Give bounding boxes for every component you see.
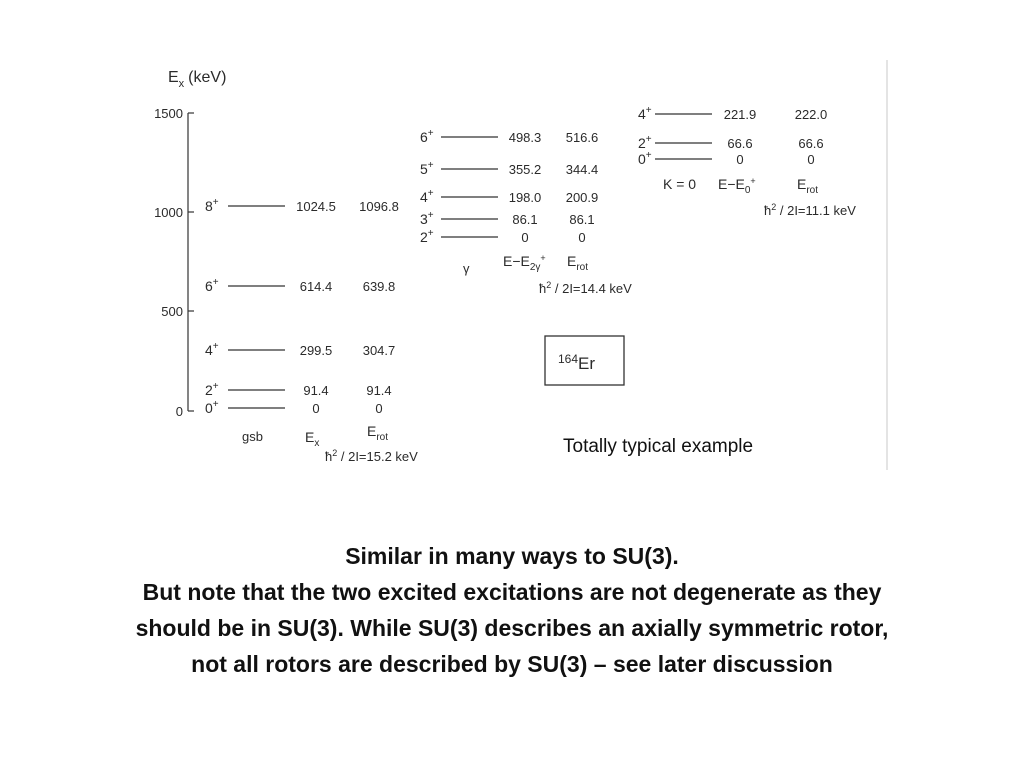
gsb-inertia-param: ħ2 / 2I=15.2 keV — [325, 448, 418, 464]
gamma-level-rotor-energy: 86.1 — [569, 212, 594, 227]
k0-level-rotor-energy: 0 — [807, 152, 814, 167]
k0-level-energy: 221.9 — [724, 107, 757, 122]
gsb-level-spin: 4+ — [205, 341, 219, 358]
gsb-ex-header: Ex — [305, 429, 319, 449]
k0-level-rotor-energy: 222.0 — [795, 107, 828, 122]
gamma-level-spin: 3+ — [420, 210, 434, 227]
gsb-level-rotor-energy: 0 — [375, 401, 382, 416]
gamma-level-rotor-energy: 0 — [578, 230, 585, 245]
gsb-level-rotor-energy: 639.8 — [363, 279, 396, 294]
gsb-level-spin: 0+ — [205, 399, 219, 416]
gsb-level-rotor-energy: 304.7 — [363, 343, 396, 358]
gsb-level-energy: 0 — [312, 401, 319, 416]
gsb-band-label: gsb — [242, 429, 263, 444]
k0-level-spin: 2+ — [638, 134, 652, 151]
gsb-headers: gsb Ex Erot ħ2 / 2I=15.2 keV — [242, 423, 418, 464]
gamma-inertia-param: ħ2 / 2I=14.4 keV — [539, 280, 632, 296]
gsb-level-spin: 2+ — [205, 381, 219, 398]
body-line-2: But note that the two excited excitation… — [142, 579, 882, 605]
k0-level-rotor-energy: 66.6 — [798, 136, 823, 151]
gsb-level-spin: 6+ — [205, 277, 219, 294]
gsb-level-energy: 1024.5 — [296, 199, 336, 214]
gamma-level-spin: 4+ — [420, 188, 434, 205]
k0-level-energy: 66.6 — [727, 136, 752, 151]
gamma-level-energy: 198.0 — [509, 190, 542, 205]
gamma-level-energy: 498.3 — [509, 130, 542, 145]
body-line-4: not all rotors are described by SU(3) – … — [191, 651, 833, 677]
gsb-level-energy: 614.4 — [300, 279, 333, 294]
gamma-level-energy: 355.2 — [509, 162, 542, 177]
gamma-level-spin: 2+ — [420, 228, 434, 245]
gamma-level-spin: 5+ — [420, 160, 434, 177]
slide-body-text: Similar in many ways to SU(3). But note … — [0, 538, 1024, 682]
gamma-band-label: γ — [463, 261, 470, 276]
axis-tick-500: 500 — [161, 304, 183, 319]
gsb-level-rotor-energy: 1096.8 — [359, 199, 399, 214]
gamma-level-rotor-energy: 516.6 — [566, 130, 599, 145]
k0-ex-header: E−E0+ — [718, 176, 756, 196]
gsb-erot-header: Erot — [367, 423, 388, 443]
gamma-level-energy: 0 — [521, 230, 528, 245]
figure-caption: Totally typical example — [563, 436, 754, 457]
k0-inertia-param: ħ2 / 2I=11.1 keV — [764, 202, 856, 218]
nucleus-box: 164Er — [544, 335, 625, 386]
k0-band-label: K = 0 — [663, 176, 696, 192]
gsb-level-energy: 299.5 — [300, 343, 333, 358]
gamma-headers: γ E−E2γ+ Erot ħ2 / 2I=14.4 keV — [463, 253, 632, 296]
gamma-level-rotor-energy: 200.9 — [566, 190, 599, 205]
gamma-band: 6+ 498.3 516.6 5+ 355.2 344.4 4+ 198.0 200.9 3+ 86… — [420, 128, 598, 245]
axis-tick-1500: 1500 — [154, 106, 183, 121]
k0-headers: K = 0 E−E0+ Erot ħ2 / 2I=11.1 keV — [663, 176, 856, 218]
figure-background — [140, 58, 888, 470]
gamma-level-energy: 86.1 — [512, 212, 537, 227]
k0-level-spin: 0+ — [638, 150, 652, 167]
gamma-level-spin: 6+ — [420, 128, 434, 145]
body-line-1: Similar in many ways to SU(3). — [345, 543, 679, 569]
gamma-ex-header: E−E2γ+ — [503, 253, 546, 273]
body-line-3: should be in SU(3). While SU(3) describe… — [135, 615, 889, 641]
gamma-level-rotor-energy: 344.4 — [566, 162, 599, 177]
energy-axis: 1500 1000 500 0 Ex(keV) — [154, 69, 226, 419]
axis-tick-0: 0 — [176, 404, 183, 419]
level-scheme-diagram: 1500 1000 500 0 Ex(keV) 8+ 1024.5 1096.8 6+… — [140, 58, 888, 470]
k0-band: 4+ 221.9 222.0 2+ 66.6 66.6 0+ 0 0 — [638, 105, 827, 167]
gsb-level-rotor-energy: 91.4 — [366, 383, 391, 398]
ground-state-band: 8+ 1024.5 1096.8 6+ 614.4 639.8 4+ 299.5 304.7 2+… — [205, 197, 399, 416]
gsb-level-spin: 8+ — [205, 197, 219, 214]
k0-erot-header: Erot — [797, 176, 818, 196]
k0-level-spin: 4+ — [638, 105, 652, 122]
nucleus-label: 164Er — [558, 352, 595, 373]
gsb-level-energy: 91.4 — [303, 383, 328, 398]
k0-level-energy: 0 — [736, 152, 743, 167]
axis-title: Ex(keV) — [168, 69, 226, 90]
axis-tick-1000: 1000 — [154, 205, 183, 220]
gamma-erot-header: Erot — [567, 253, 588, 273]
